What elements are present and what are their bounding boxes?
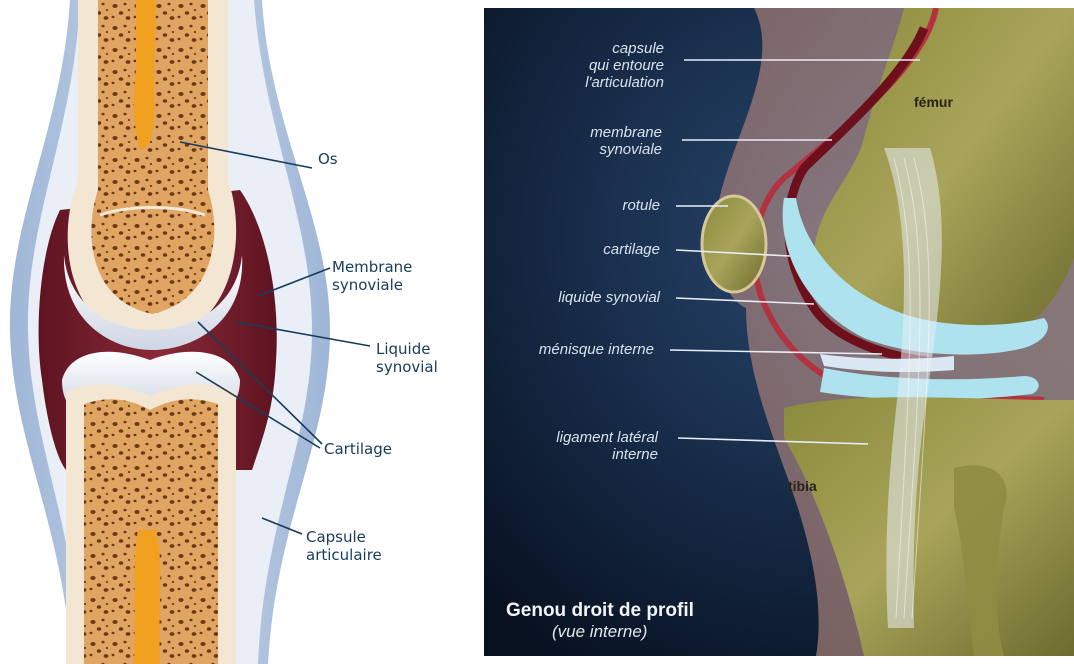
label-rotule: rotule — [490, 197, 660, 214]
joint-illustration — [0, 0, 480, 664]
label-membrane-synoviale: Membrane synoviale — [332, 258, 412, 294]
label-capsule-articulaire: Capsule articulaire — [306, 528, 382, 564]
knee-illustration — [484, 8, 1074, 656]
label-tibia: tibia — [788, 478, 817, 494]
knee-profile-diagram: capsule qui entoure l'articulation membr… — [484, 8, 1074, 656]
label-cartilage: Cartilage — [324, 440, 392, 458]
patella — [702, 196, 766, 292]
lower-marrow — [134, 530, 160, 664]
diagram-title-block: Genou droit de profil (vue interne) — [506, 600, 694, 642]
label-femur: fémur — [914, 94, 953, 110]
label-capsule: capsule qui entoure l'articulation — [494, 40, 664, 91]
upper-marrow — [134, 0, 156, 150]
label-liquide-knee: liquide synovial — [484, 289, 660, 306]
label-os: Os — [318, 150, 338, 168]
label-menisque: ménisque interne — [484, 341, 654, 358]
label-ligament: ligament latéral interne — [484, 429, 658, 463]
label-cartilage-knee: cartilage — [490, 241, 660, 258]
diagram-title: Genou droit de profil — [506, 600, 694, 622]
diagram-subtitle: (vue interne) — [552, 622, 694, 642]
synovial-joint-diagram: Os Membrane synoviale Liquide synovial C… — [0, 0, 480, 664]
label-liquide-synovial: Liquide synovial — [376, 340, 438, 376]
label-membrane: membrane synoviale — [492, 124, 662, 158]
